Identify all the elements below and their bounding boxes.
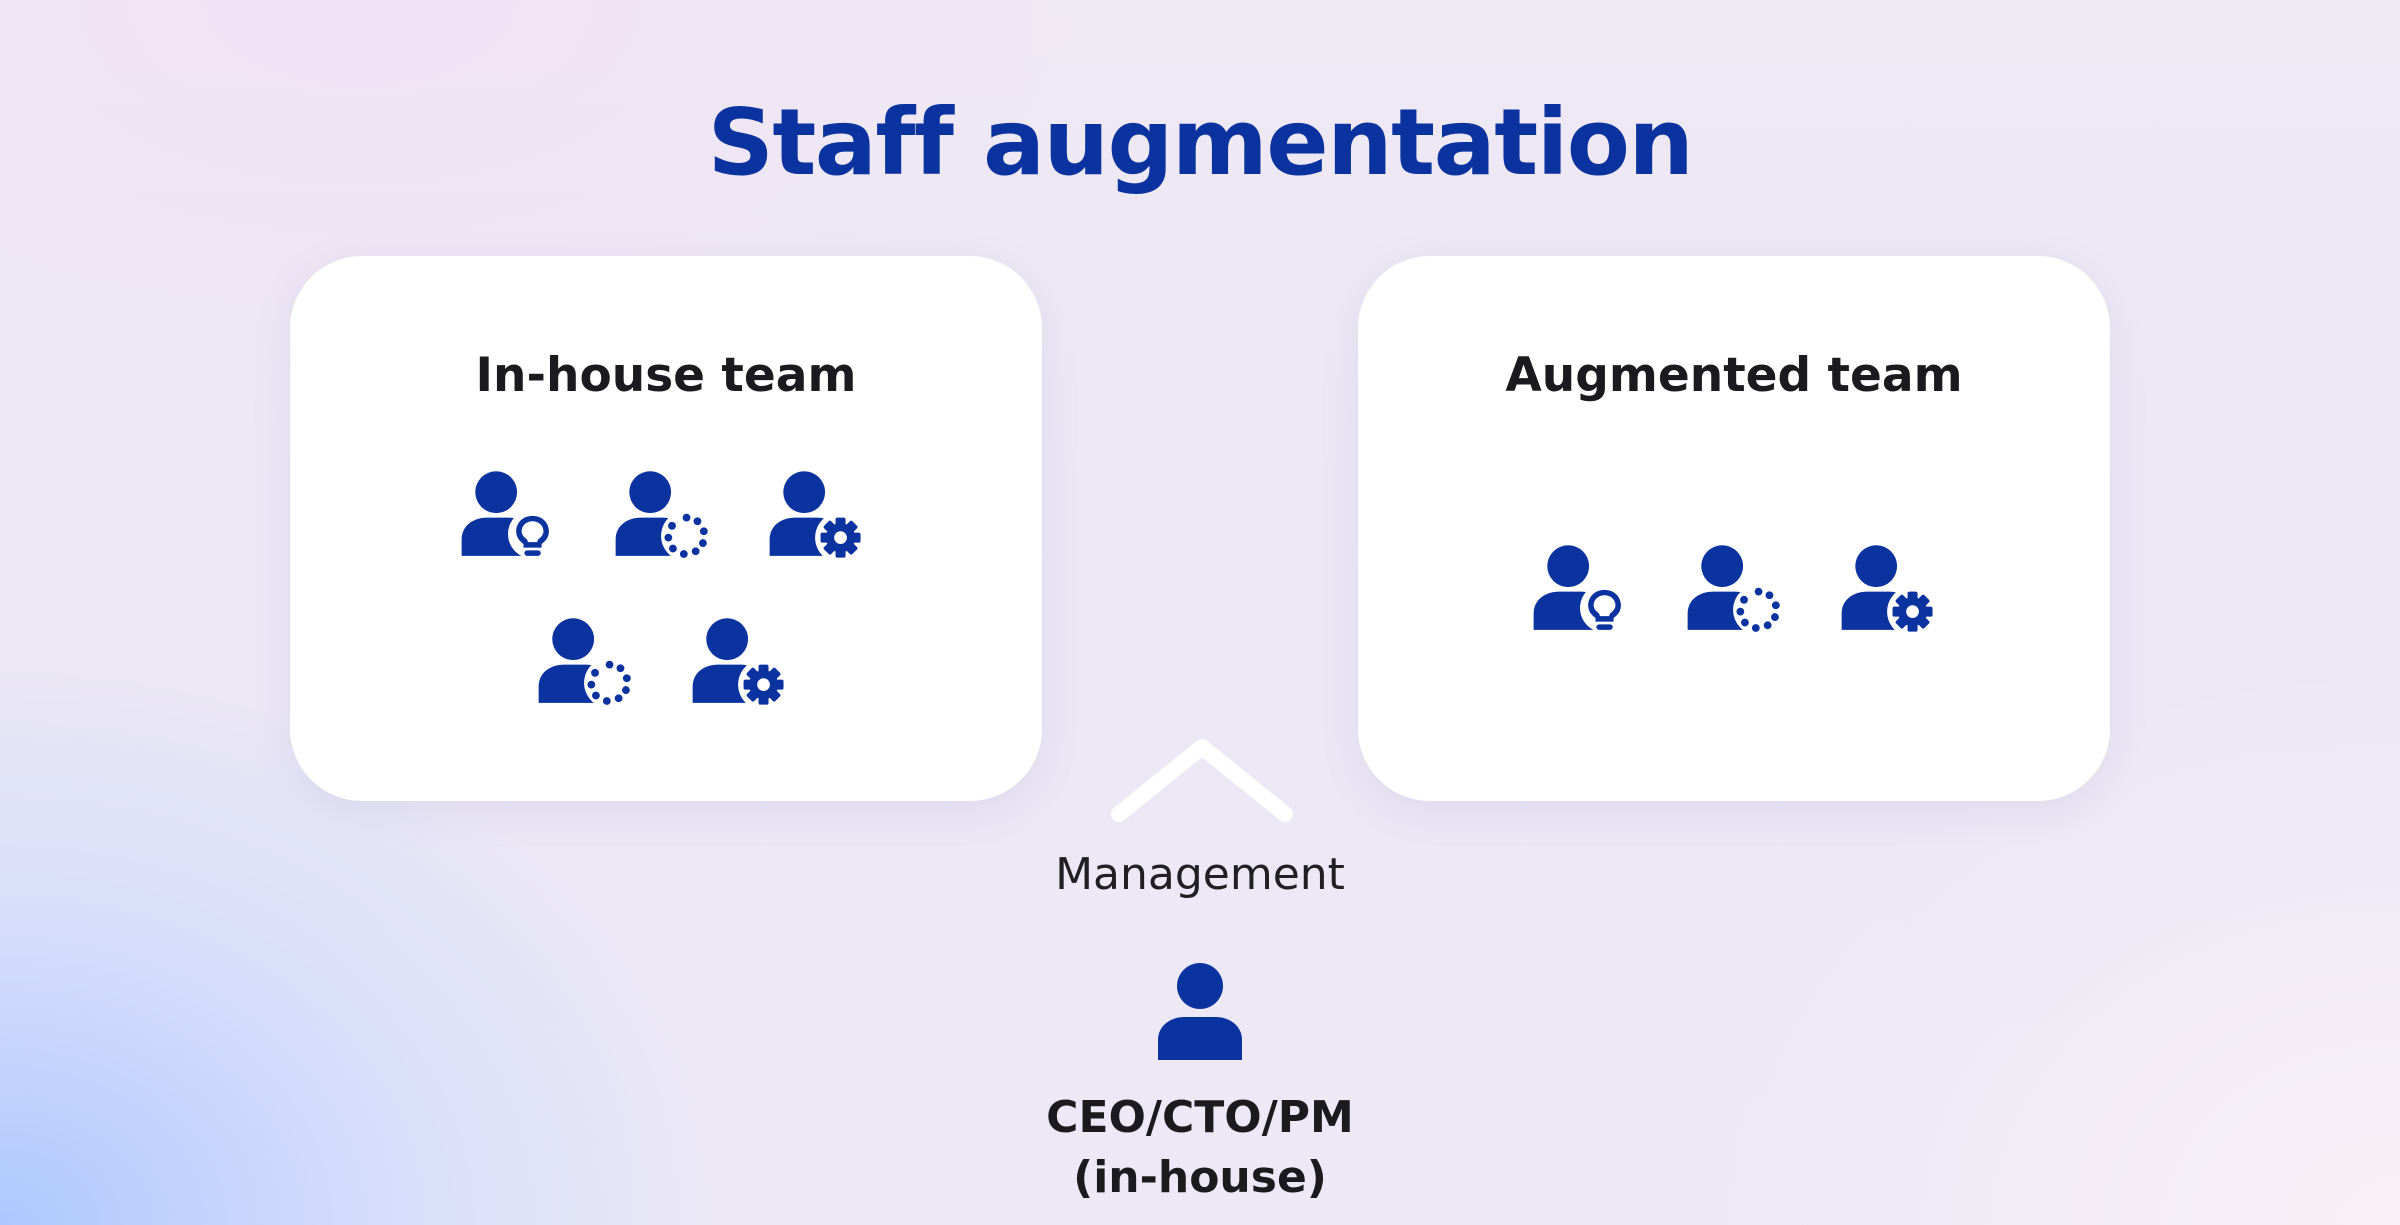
person-gear-icon	[689, 611, 789, 711]
leader-role: CEO/CTO/PM	[1046, 1092, 1354, 1143]
person-lightbulb-icon	[458, 464, 558, 564]
leader-label: CEO/CTO/PM (in-house)	[0, 1088, 2400, 1208]
person-gear-icon	[1838, 538, 1938, 638]
person-icon	[1158, 963, 1242, 1060]
augmented-team-title: Augmented team	[1505, 348, 1963, 403]
person-dots-icon	[535, 611, 635, 711]
in-house-team-panel: In-house team	[290, 256, 1042, 801]
in-house-team-title: In-house team	[475, 348, 857, 403]
person-dots-icon	[612, 464, 712, 564]
person-gear-icon	[766, 464, 866, 564]
chevron-up-icon	[1111, 739, 1293, 822]
management-label: Management	[1055, 849, 1345, 900]
person-dots-icon	[1684, 538, 1784, 638]
person-lightbulb-icon	[1530, 538, 1630, 638]
page-title: Staff augmentation	[707, 89, 1694, 196]
augmented-team-panel: Augmented team	[1358, 256, 2110, 801]
leader-scope: (in-house)	[1073, 1152, 1327, 1203]
